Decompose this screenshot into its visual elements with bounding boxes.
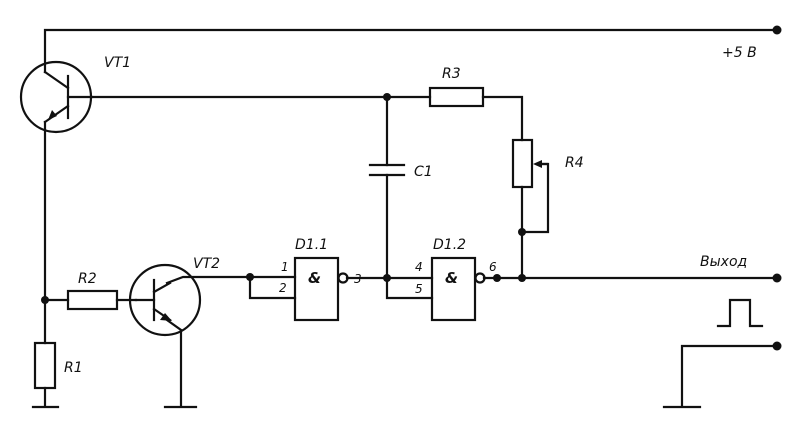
label-supply: +5 В [722, 45, 757, 61]
r2-resistor [66, 289, 119, 311]
gate-d1-2-symbol: & [445, 269, 458, 287]
junctions [41, 25, 782, 351]
gate-d1-1 [293, 256, 349, 322]
wire-r3-r4 [481, 95, 524, 142]
wire-pulse-terminal [680, 344, 777, 408]
vt1-transistor [19, 60, 94, 134]
label-c1: C1 [414, 164, 433, 180]
label-r2: R2 [78, 271, 97, 287]
gate-d1-1-symbol: & [308, 269, 321, 287]
gate-d1-2 [430, 256, 486, 322]
label-vt2: VT2 [193, 256, 220, 272]
pulse-waveform [716, 298, 764, 328]
label-r3: R3 [442, 66, 461, 82]
vt2-transistor [128, 263, 202, 337]
label-d1-1: D1.1 [295, 237, 328, 253]
pin-1: 1 [281, 260, 289, 274]
label-r1: R1 [64, 360, 83, 376]
pin-5: 5 [415, 282, 423, 296]
r4-potentiometer [511, 138, 549, 189]
c1-capacitor [368, 163, 406, 177]
wires [43, 28, 777, 408]
label-d1-2: D1.2 [433, 237, 466, 253]
label-r4: R4 [565, 155, 584, 171]
label-output: Выход [700, 254, 747, 270]
pin-6: 6 [489, 260, 497, 274]
wire-r4-wiper [520, 162, 550, 234]
pin-4: 4 [415, 260, 423, 274]
wire-g2-in5 [385, 276, 434, 300]
label-vt1: VT1 [104, 55, 131, 71]
pin-3: 3 [354, 272, 362, 286]
wire-vt2-collector [165, 275, 297, 285]
wire-g1-in2 [248, 275, 297, 300]
r1-resistor [33, 341, 57, 390]
r3-resistor [428, 86, 485, 108]
wire-supply-rail [43, 28, 777, 74]
pin-2: 2 [279, 281, 287, 295]
